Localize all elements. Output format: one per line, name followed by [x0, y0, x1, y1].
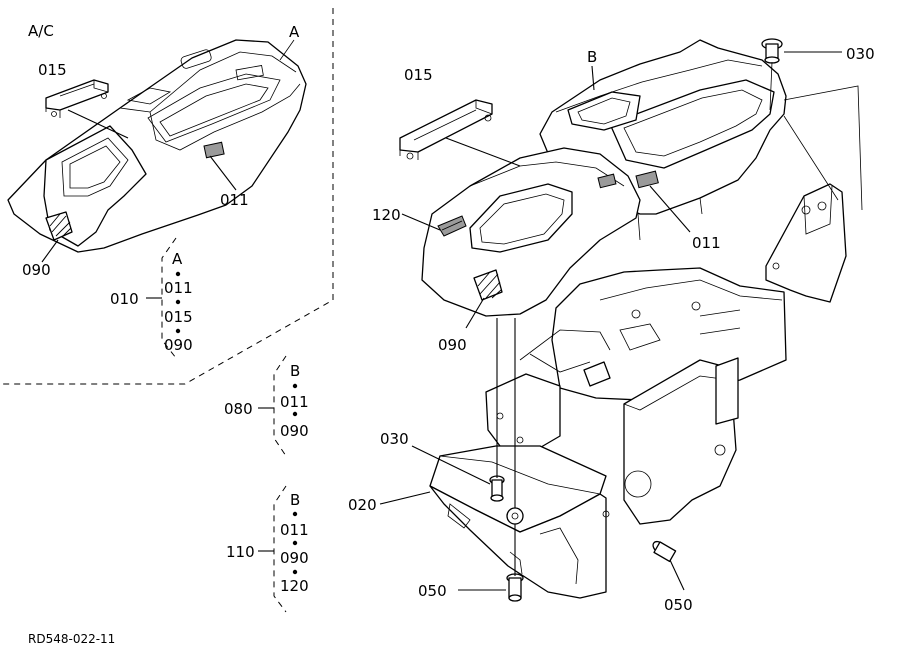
- label-090: [473, 269, 503, 301]
- group-110-id: 110: [226, 543, 255, 561]
- group-080-id: 080: [224, 400, 253, 418]
- callout-030-top: 030: [846, 45, 875, 63]
- frame-bracket: [485, 183, 847, 525]
- callout-090-left: 090: [22, 261, 51, 279]
- group-110-letter: B: [290, 491, 300, 509]
- group-010: 010 A 011 015 090: [110, 237, 193, 359]
- fastener-030-top: [761, 38, 783, 64]
- callout-a-left: A: [289, 23, 300, 41]
- fastener-050-right: [652, 540, 677, 563]
- drawing-number: RD548-022-11: [28, 632, 115, 646]
- group-080-letter: B: [290, 362, 300, 380]
- callout-020: 020: [348, 496, 377, 514]
- ac-console-drawing: [7, 39, 307, 253]
- callout-015-left: 015: [38, 61, 67, 79]
- callout-030-mid: 030: [380, 430, 409, 448]
- fastener-030-mid: [489, 475, 505, 502]
- bracket-015: [399, 99, 493, 160]
- group-080: 080 B 011 090: [224, 355, 309, 457]
- washer: [506, 507, 524, 525]
- group-110: 110 B 011 090 120: [226, 485, 309, 613]
- group-010-item: 015: [164, 308, 193, 326]
- group-110-item: 120: [280, 577, 309, 595]
- group-080-item: 090: [280, 422, 309, 440]
- ac-bracket-015: [45, 79, 109, 118]
- callout-120-right: 120: [372, 206, 401, 224]
- callout-015-right: 015: [404, 66, 433, 84]
- group-010-id: 010: [110, 290, 139, 308]
- lower-cover-020: [429, 445, 610, 599]
- callout-050-left: 050: [418, 582, 447, 600]
- callout-050-right: 050: [664, 596, 693, 614]
- group-010-letter: A: [172, 250, 183, 268]
- fastener-050-left: [506, 573, 524, 602]
- callout-011-right: 011: [692, 234, 721, 252]
- group-110-item: 090: [280, 549, 309, 567]
- ac-label-090: [45, 211, 73, 241]
- callout-b-right: B: [587, 48, 597, 66]
- group-110-item: 011: [280, 521, 309, 539]
- group-010-item: 090: [164, 336, 193, 354]
- group-080-item: 011: [280, 393, 309, 411]
- callout-011-left: 011: [220, 191, 249, 209]
- group-010-item: 011: [164, 279, 193, 297]
- variant-label: A/C: [28, 22, 54, 40]
- main-console-drawing: [421, 39, 787, 317]
- inset-boundary: [0, 8, 334, 385]
- callout-090-right: 090: [438, 336, 467, 354]
